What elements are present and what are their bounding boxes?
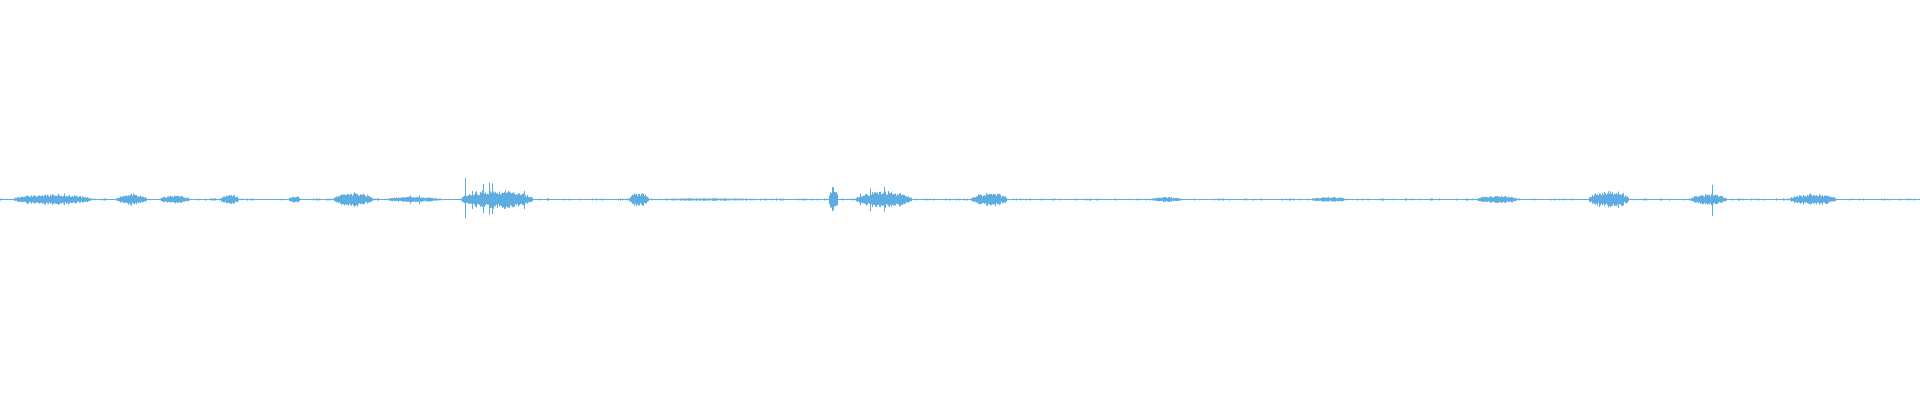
waveform-peaks: [0, 177, 1920, 219]
